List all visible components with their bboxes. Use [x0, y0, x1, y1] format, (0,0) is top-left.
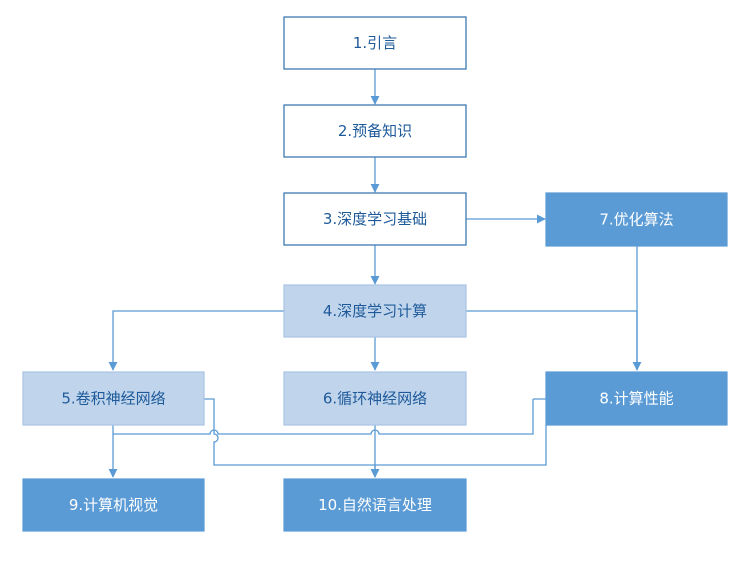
node-n9: 9.计算机视觉	[22, 478, 205, 532]
node-box-n9	[22, 478, 205, 532]
node-label-n4: 4.深度学习计算	[323, 302, 427, 320]
node-n10: 10.自然语言处理	[283, 478, 467, 532]
node-box-n1	[283, 16, 467, 70]
node-label-n8: 8.计算性能	[599, 390, 673, 408]
node-box-n2	[283, 104, 467, 158]
node-n2: 2.预备知识	[283, 104, 467, 158]
node-n7: 7.优化算法	[545, 192, 728, 247]
edge-4-to-8	[466, 310, 642, 371]
node-n1: 1.引言	[283, 16, 467, 70]
node-box-n6	[283, 371, 467, 426]
edge-8-to-10	[375, 425, 547, 466]
node-label-n1: 1.引言	[353, 34, 397, 52]
node-box-n5	[22, 371, 205, 426]
edge-5-to-10	[204, 398, 380, 478]
node-box-n10	[283, 478, 467, 532]
node-box-n7	[545, 192, 728, 247]
edge-8-to-9	[113, 398, 546, 435]
node-box-n8	[545, 371, 728, 426]
node-label-n2: 2.预备知识	[338, 122, 412, 140]
node-n4: 4.深度学习计算	[283, 284, 467, 338]
node-label-n7: 7.优化算法	[599, 211, 673, 229]
node-n6: 6.循环神经网络	[283, 371, 467, 426]
node-n3: 3.深度学习基础	[283, 192, 467, 246]
node-box-n4	[283, 284, 467, 338]
node-n8: 8.计算性能	[545, 371, 728, 426]
node-label-n5: 5.卷积神经网络	[61, 390, 165, 408]
edge-4-to-5	[108, 310, 284, 371]
node-label-n10: 10.自然语言处理	[318, 496, 432, 514]
node-label-n3: 3.深度学习基础	[323, 210, 427, 228]
node-box-n3	[283, 192, 467, 246]
node-label-n9: 9.计算机视觉	[69, 496, 158, 514]
node-label-n6: 6.循环神经网络	[323, 390, 427, 408]
node-n5: 5.卷积神经网络	[22, 371, 205, 426]
